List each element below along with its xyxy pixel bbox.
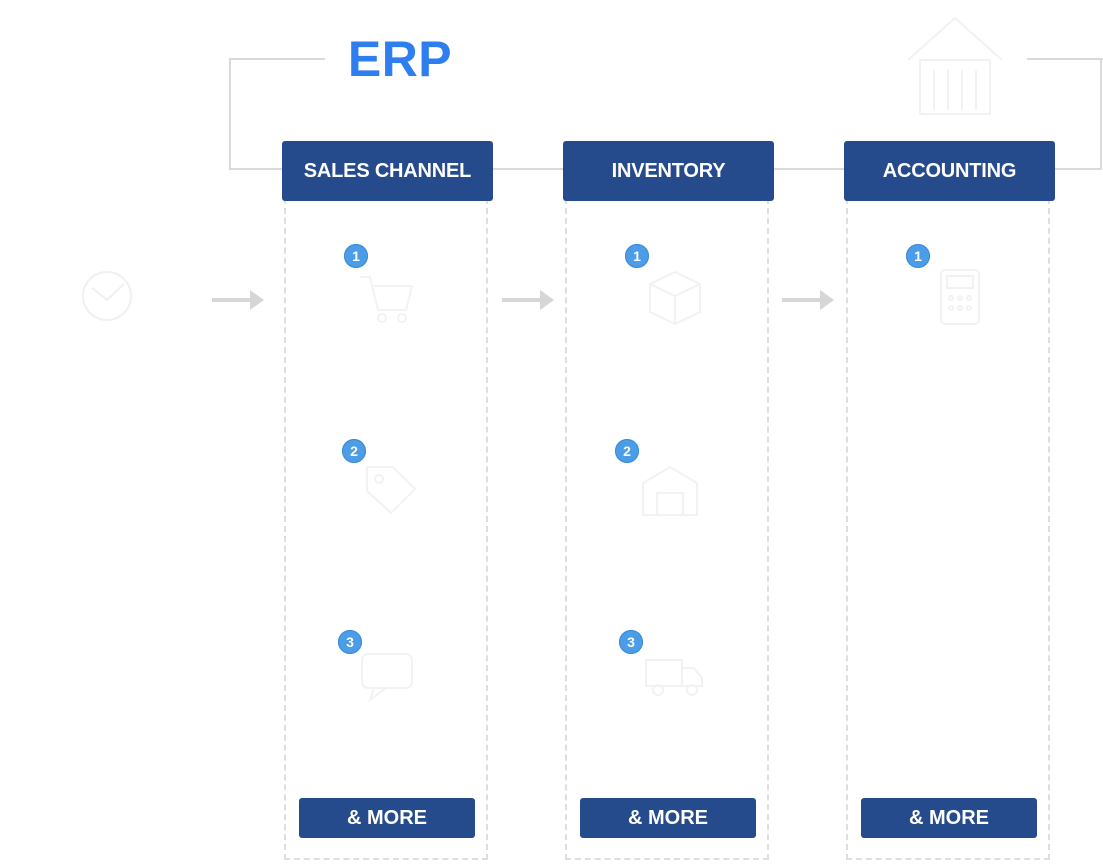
step-badge: 3 [619, 630, 643, 654]
box-icon [649, 270, 701, 326]
step-badge: 1 [906, 244, 930, 268]
more-button-sales-channel[interactable]: & MORE [299, 798, 475, 838]
column-header-sales-channel: SALES CHANNEL [282, 141, 493, 201]
step-badge: 3 [338, 630, 362, 654]
calculator-icon [940, 269, 980, 325]
tag-icon [366, 466, 417, 515]
bracket-connector-2 [773, 168, 845, 170]
cart-icon [360, 276, 414, 323]
step-badge: 2 [342, 439, 366, 463]
arrow-right-icon [502, 290, 554, 310]
warehouse-icon [642, 465, 698, 516]
source-icon [82, 271, 132, 321]
column-header-inventory: INVENTORY [563, 141, 774, 201]
step-badge: 1 [625, 244, 649, 268]
bracket-left-top [229, 58, 325, 60]
arrow-right-icon [212, 290, 264, 310]
chat-icon [361, 653, 413, 703]
more-button-accounting[interactable]: & MORE [861, 798, 1037, 838]
bracket-left-vertical [229, 58, 231, 170]
bracket-left-bottom [229, 168, 283, 170]
truck-icon [645, 659, 703, 696]
bracket-connector-1 [492, 168, 564, 170]
step-badge: 1 [344, 244, 368, 268]
page-title: ERP [347, 31, 453, 87]
bracket-right-vertical [1100, 58, 1102, 170]
building-icon [907, 16, 1003, 115]
bracket-right-bottom [1054, 168, 1102, 170]
more-button-inventory[interactable]: & MORE [580, 798, 756, 838]
column-frame-sales-channel [284, 198, 488, 860]
column-header-accounting: ACCOUNTING [844, 141, 1055, 201]
column-frame-accounting [846, 198, 1050, 860]
arrow-right-icon [782, 290, 834, 310]
column-frame-inventory [565, 198, 769, 860]
step-badge: 2 [615, 439, 639, 463]
bracket-right-top [1027, 58, 1103, 60]
